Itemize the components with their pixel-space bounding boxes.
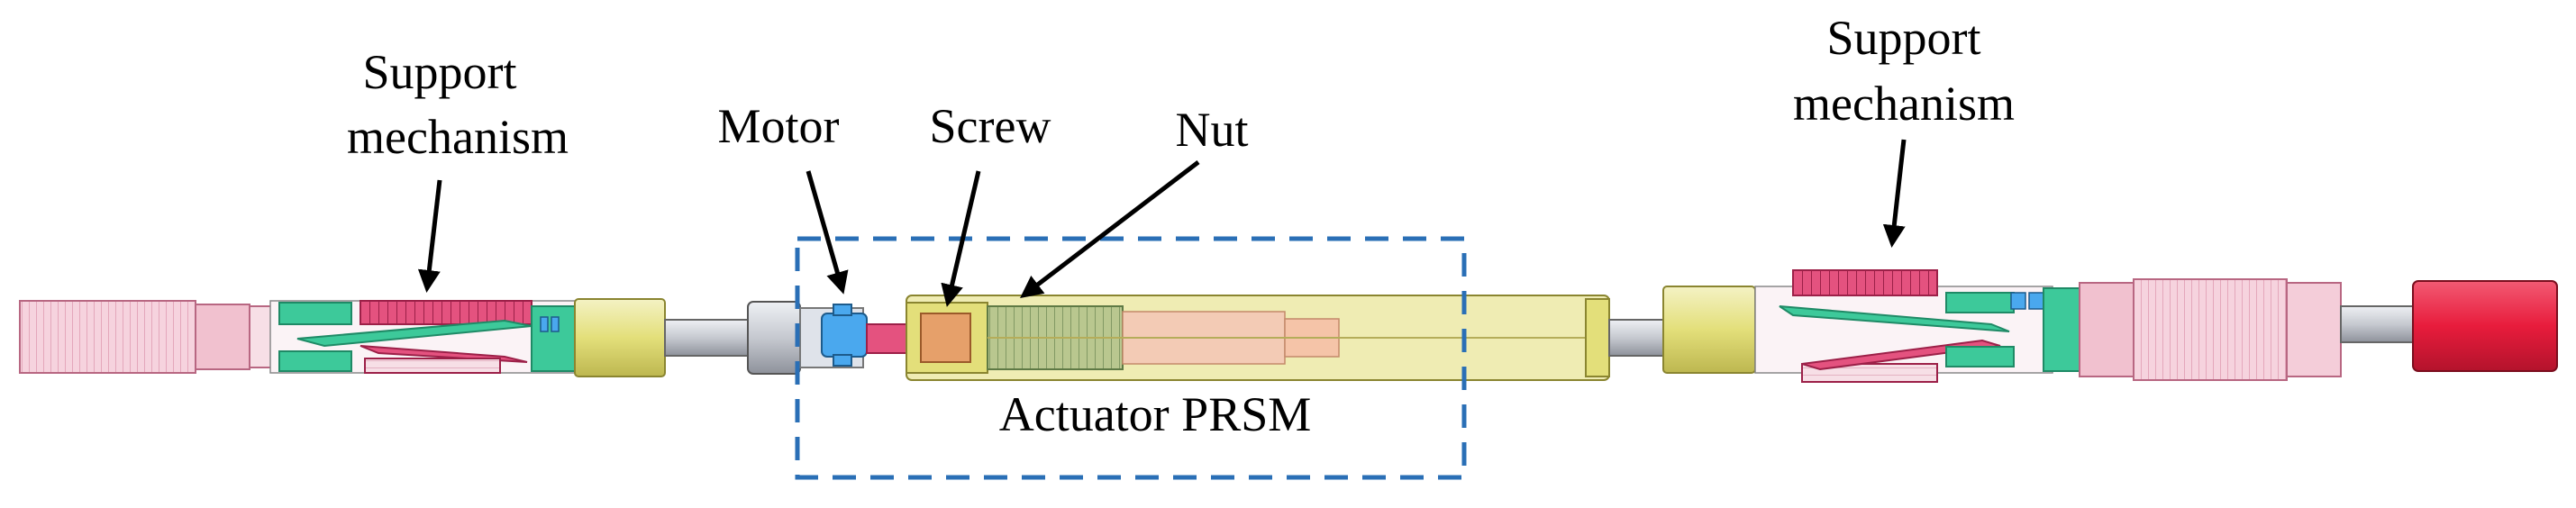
label-support-left-2: mechanism <box>347 110 569 164</box>
label-screw: Screw <box>930 99 1051 153</box>
arrow-support-right <box>1882 139 1907 248</box>
label-motor: Motor <box>718 99 840 153</box>
arrow-nut <box>1020 160 1200 299</box>
label-nut: Nut <box>1176 103 1249 157</box>
arrow-support-left <box>417 179 442 293</box>
arrow-screw <box>941 170 981 307</box>
actuator-prsm <box>906 295 1664 381</box>
right-support-mechanism <box>1662 269 2558 383</box>
label-support-left-1: Support <box>362 45 516 99</box>
motor-assembly <box>747 301 907 375</box>
label-actuator-prsm: Actuator PRSM <box>999 387 1312 441</box>
label-support-right-1: Support <box>1826 11 1980 65</box>
left-support-mechanism <box>19 298 756 377</box>
arrow-motor <box>806 170 849 295</box>
label-support-right-2: mechanism <box>1793 77 2015 131</box>
